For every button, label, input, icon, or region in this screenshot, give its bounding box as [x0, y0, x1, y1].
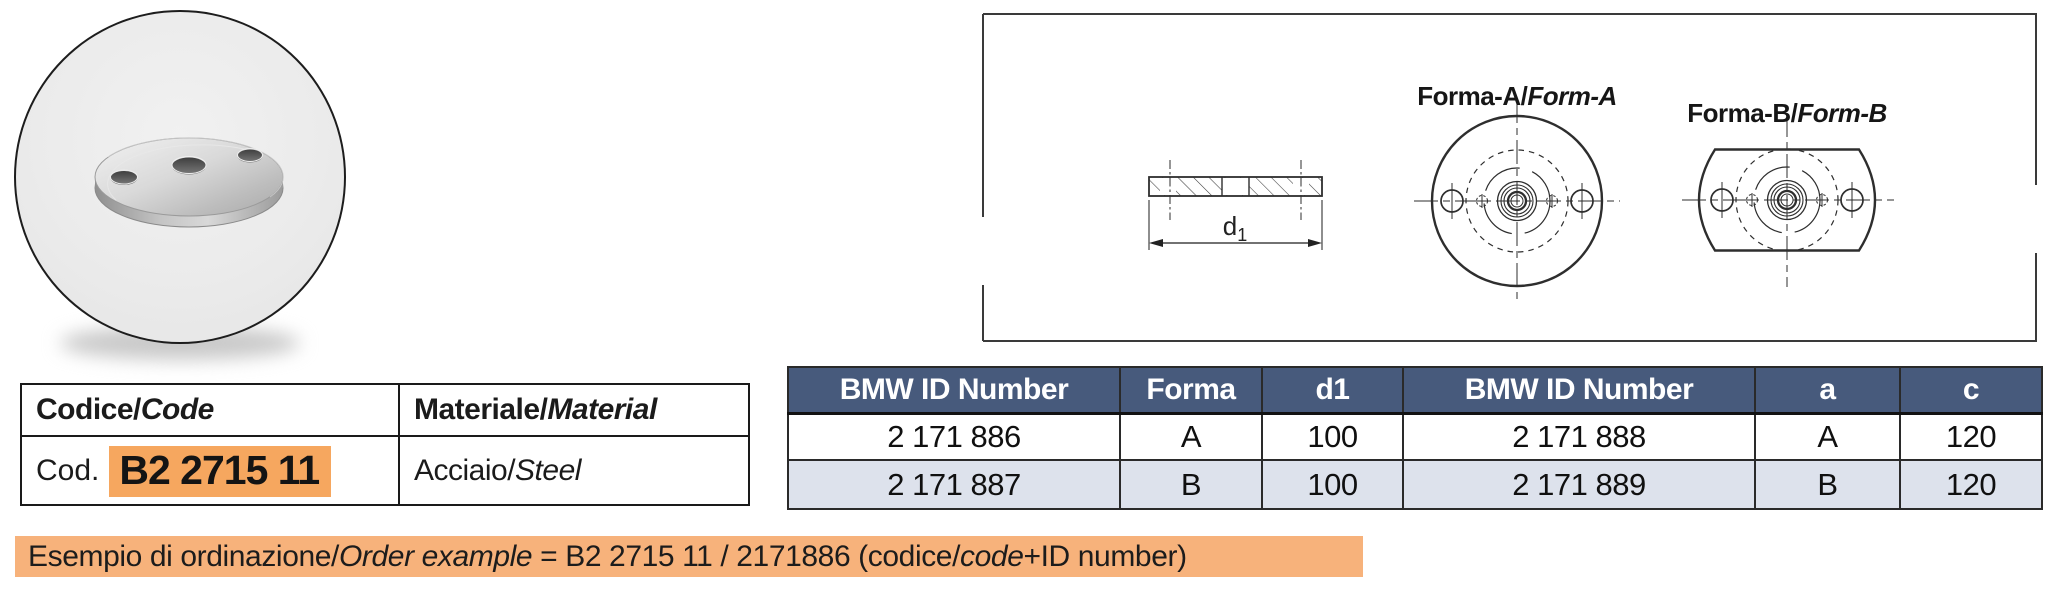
form-b-label: Forma-B/Form-B: [1687, 98, 1887, 128]
order-example-bar: Esempio di ordinazione/Order example = B…: [15, 536, 1363, 577]
spec-row-1: 2 171 886 A 100 2 171 888 A 120: [787, 412, 2043, 461]
spec-table: BMW ID Number Forma d1 BMW ID Number a c…: [787, 366, 2043, 510]
spec-header-a: a: [1754, 366, 1901, 415]
code-cell: Cod. B2 2715 11: [22, 437, 400, 506]
spec-header-bmw-id-2: BMW ID Number: [1402, 366, 1756, 415]
product-photo: [14, 10, 346, 344]
drawing-frame-border: [982, 13, 2037, 342]
form-b-drawing: [1682, 113, 1894, 287]
spec-cell: A: [1119, 412, 1263, 461]
spec-cell: 120: [1899, 459, 2043, 510]
technical-drawing: [982, 13, 2037, 342]
code-header-cell: Codice/Code: [22, 385, 400, 435]
spec-cell: 100: [1261, 459, 1404, 510]
spec-header-c: c: [1899, 366, 2043, 415]
code-value-highlight: B2 2715 11: [109, 445, 332, 497]
spec-row-2: 2 171 887 B 100 2 171 889 B 120: [787, 459, 2043, 510]
spec-cell: 120: [1899, 412, 2043, 461]
spec-cell: A: [1754, 412, 1901, 461]
dimension-label-d1: d1: [1222, 211, 1248, 246]
spec-cell: B: [1119, 459, 1263, 510]
spec-header-row: BMW ID Number Forma d1 BMW ID Number a c: [787, 366, 2043, 415]
material-cell: Acciaio/Steel: [414, 454, 581, 488]
code-table: Codice/Code Materiale/Material Cod. B2 2…: [20, 383, 750, 506]
spec-cell: 2 171 889: [1402, 459, 1756, 510]
form-a-drawing: [1414, 99, 1620, 303]
spec-header-forma: Forma: [1119, 366, 1263, 415]
spec-cell: 2 171 886: [787, 412, 1121, 461]
spec-cell: B: [1754, 459, 1901, 510]
spec-cell: 2 171 888: [1402, 412, 1756, 461]
section-view: [1148, 160, 1323, 250]
spec-header-d1: d1: [1261, 366, 1404, 415]
spec-header-bmw-id-1: BMW ID Number: [787, 366, 1121, 415]
drawing-frame: Forma-A/Form-A Forma-B/Form-B d1: [982, 13, 2038, 342]
spec-cell: 100: [1261, 412, 1404, 461]
spec-cell: 2 171 887: [787, 459, 1121, 510]
material-header-cell: Materiale/Material: [414, 393, 657, 426]
form-a-label: Forma-A/Form-A: [1417, 81, 1617, 111]
flange-disc-image: [94, 137, 284, 228]
